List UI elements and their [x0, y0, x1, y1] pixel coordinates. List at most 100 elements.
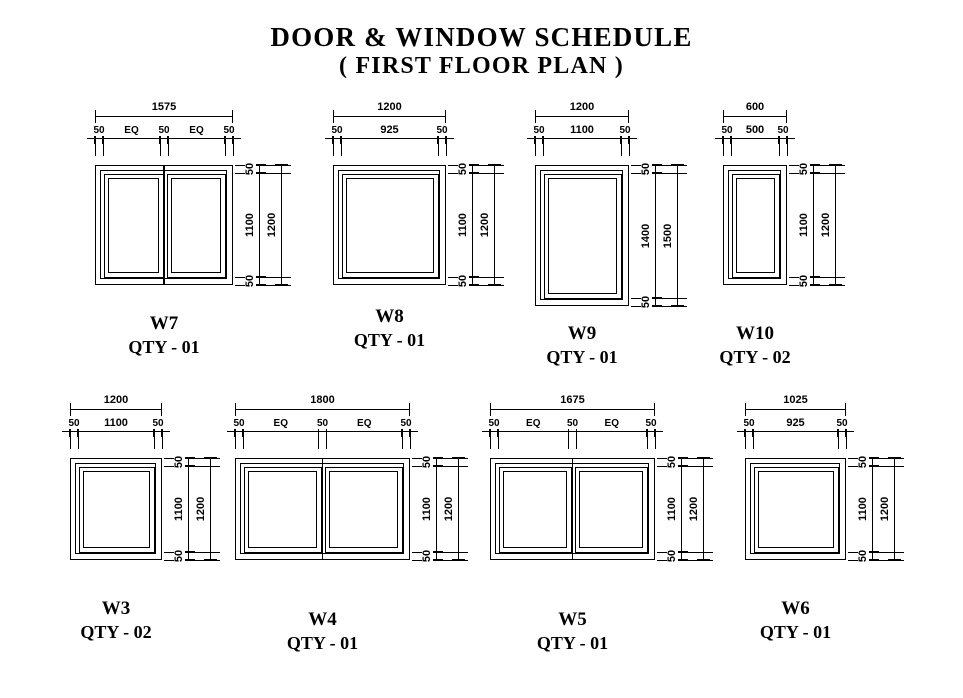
window-pane	[754, 467, 839, 553]
overall-height-value: 1200	[195, 494, 207, 524]
height-segment-value: 50	[421, 547, 433, 565]
height-segment-value: 1100	[244, 211, 256, 239]
width-segments-dimension-line	[527, 138, 637, 140]
width-segment-value: 50	[617, 125, 633, 136]
window-pane-glass	[758, 471, 834, 548]
dimension-tick	[275, 164, 288, 166]
window-tag: W3	[101, 598, 131, 619]
window-outer-frame	[535, 165, 629, 306]
extension-line	[401, 431, 403, 449]
dimension-tick	[430, 465, 443, 467]
dimension-tick	[452, 457, 465, 459]
dimension-tick	[182, 551, 195, 553]
window-quantity: QTY - 01	[353, 330, 426, 350]
window-tag: W9	[567, 323, 597, 344]
extension-line	[752, 431, 754, 449]
window-inner-frame	[338, 170, 440, 279]
extension-line	[77, 431, 79, 449]
dimension-tick	[235, 403, 237, 416]
window-pane	[544, 174, 622, 299]
overall-height-dimension-line	[494, 165, 496, 285]
dimension-tick	[95, 110, 97, 123]
window-inner-frame	[728, 170, 781, 279]
dimension-tick	[675, 551, 688, 553]
width-segment-value: 50	[719, 125, 735, 136]
dimension-tick	[723, 110, 725, 123]
dimension-tick	[333, 110, 335, 123]
dimension-tick	[807, 172, 820, 174]
overall-height-dimension-line	[677, 165, 679, 306]
height-segment-value: 50	[857, 547, 869, 565]
width-segment-value: 50	[434, 125, 450, 136]
dimension-tick	[204, 559, 217, 561]
dimension-tick	[807, 284, 820, 286]
dimension-tick	[844, 403, 846, 416]
extension-line	[489, 431, 491, 449]
height-segment-value: 50	[640, 160, 652, 178]
window-pane	[342, 174, 439, 278]
width-segment-value: 50	[531, 125, 547, 136]
overall-width-dimension-line	[70, 409, 162, 411]
dimension-tick	[697, 457, 710, 459]
width-segment-value: 925	[784, 417, 807, 429]
window-pane	[166, 174, 226, 278]
overall-width-value: 1200	[375, 101, 404, 113]
height-segment-value: 1400	[640, 221, 652, 250]
overall-width-dimension-line	[490, 409, 655, 411]
extension-line	[837, 431, 839, 449]
height-segment-value: 50	[666, 453, 678, 471]
window-inner-frame	[750, 463, 840, 554]
overall-height-dimension-line	[458, 458, 460, 560]
height-segment-value: 50	[640, 293, 652, 311]
overall-height-dimension-line	[894, 458, 896, 560]
dimension-tick	[745, 403, 747, 416]
dimension-tick	[490, 403, 492, 416]
width-segment-value: 50	[66, 418, 82, 429]
dimension-tick	[253, 284, 266, 286]
extension-line	[534, 138, 536, 156]
dimension-tick	[649, 172, 662, 174]
height-segment-value: 50	[421, 453, 433, 471]
dimension-tick	[275, 284, 288, 286]
window-mullion	[321, 458, 324, 560]
overall-height-value: 1200	[443, 494, 455, 524]
extension-line	[153, 431, 155, 449]
width-segment-value: 50	[741, 418, 757, 429]
window-pane-glass	[329, 471, 398, 548]
window-inner-frame	[75, 463, 156, 554]
overall-width-value: 1800	[308, 394, 337, 406]
extension-line	[620, 138, 622, 156]
overall-height-value: 1200	[820, 210, 832, 240]
overall-width-value: 1025	[781, 394, 810, 406]
window-quantity: QTY - 01	[759, 622, 832, 642]
height-segment-value: 50	[244, 272, 256, 290]
height-segment-value: 50	[173, 453, 185, 471]
extension-line	[159, 138, 161, 156]
height-segment-value: 50	[244, 160, 256, 178]
height-segment-value: 50	[457, 160, 469, 178]
width-segment-value: 50	[329, 125, 345, 136]
width-segment-value: 50	[156, 125, 172, 136]
extension-line	[445, 138, 447, 156]
dimension-tick	[408, 403, 410, 416]
width-segment-value: EQ	[187, 125, 206, 136]
extension-line	[568, 431, 570, 449]
overall-height-value: 1200	[688, 494, 700, 524]
height-segment-value: 50	[798, 160, 810, 178]
width-segment-value: EQ	[602, 418, 621, 429]
extension-line	[94, 138, 96, 156]
width-segment-value: 50	[221, 125, 237, 136]
dimension-tick	[182, 457, 195, 459]
window-pane-glass	[248, 471, 317, 548]
height-segments-dimension-line	[681, 458, 683, 560]
width-segment-value: 50	[834, 418, 850, 429]
overall-width-value: 1200	[101, 394, 131, 406]
dimension-tick	[829, 284, 842, 286]
window-mullion	[571, 458, 574, 560]
extension-line	[326, 431, 328, 449]
width-segment-value: 50	[398, 418, 414, 429]
